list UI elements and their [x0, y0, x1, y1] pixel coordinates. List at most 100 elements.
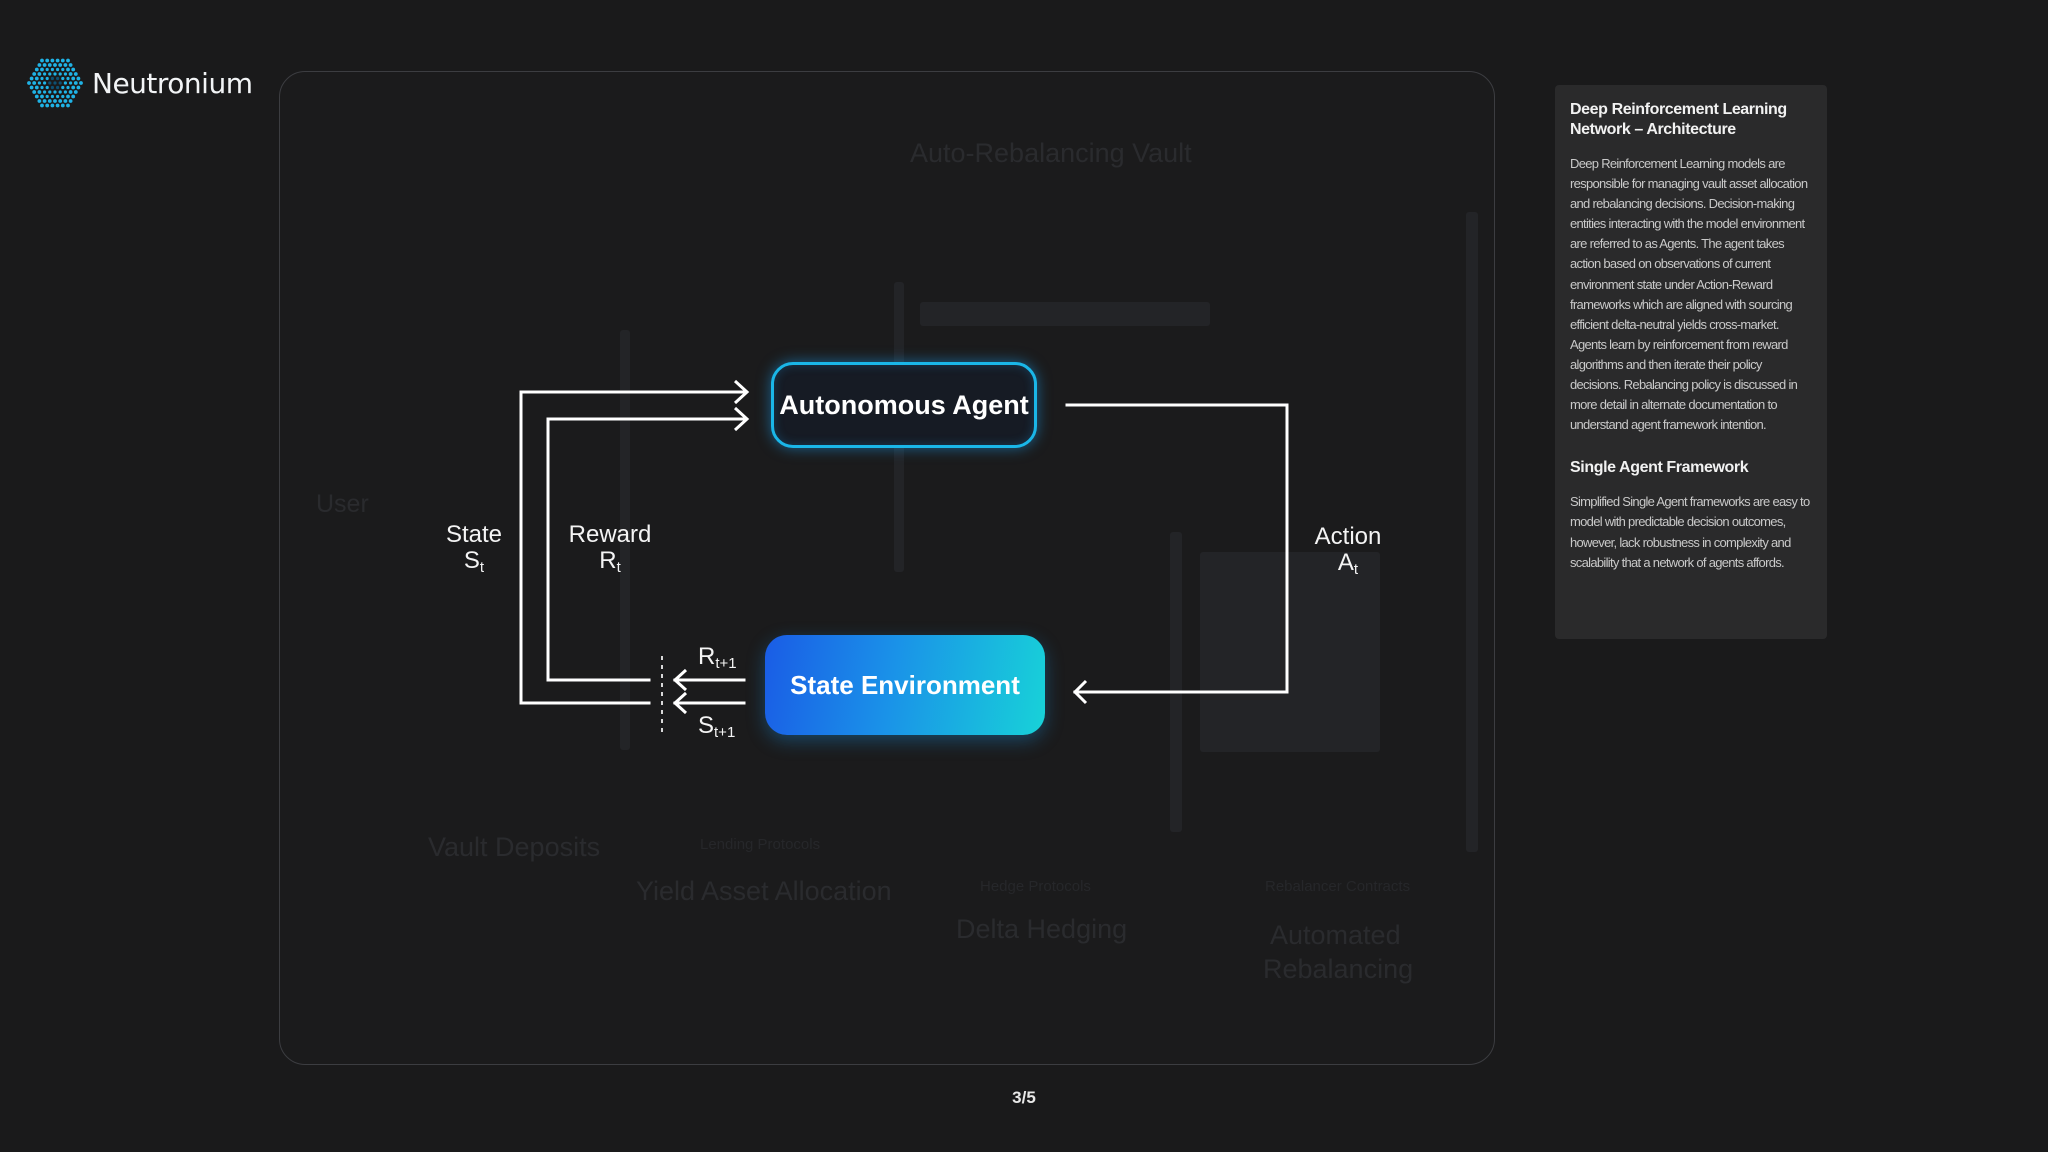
ghost-delta-hedging: Delta Hedging [956, 914, 1128, 944]
logo-dot [27, 81, 31, 85]
logo-dot [34, 94, 39, 99]
reward-label: Reward Rt [560, 521, 660, 576]
panel-heading-single-agent: Single Agent Framework [1570, 459, 1749, 477]
ghost-title: Auto-Rebalancing Vault [910, 138, 1192, 168]
state-word: State [445, 521, 503, 548]
ghost-lending-caption: Lending Protocols [700, 836, 821, 853]
logo-dot [48, 81, 52, 85]
logo-dot [66, 76, 70, 81]
logo-dot [34, 76, 39, 81]
logo-dot [50, 94, 54, 99]
reward-word: Reward [568, 521, 652, 548]
next-state-symbol: S [698, 712, 715, 739]
next-reward-label: Rt+1 [698, 643, 737, 672]
logo-dot [37, 99, 42, 103]
ghost-hedge-caption: Hedge Protocols [980, 878, 1091, 895]
reward-subscript: t [616, 559, 621, 576]
logo-dot [32, 81, 37, 85]
ghost-rebalancer-caption: Rebalancer Contracts [1265, 878, 1411, 895]
logo-dot [56, 85, 60, 90]
logo-dot [50, 76, 54, 81]
logo-dot [73, 90, 78, 94]
logo-dot [37, 90, 42, 94]
logo-dot [68, 90, 73, 94]
action-arrowhead [1072, 679, 1088, 705]
logo-dot [53, 99, 57, 103]
logo-dot [40, 85, 44, 90]
logo-dot [43, 81, 47, 85]
logo-dot [34, 67, 39, 72]
logo-dot [43, 90, 47, 94]
brand-name: Neutronium [92, 66, 253, 100]
logo-dot [68, 99, 73, 103]
ghost-bar [1466, 212, 1478, 852]
logo-dot [53, 72, 57, 76]
logo-dot [53, 81, 57, 85]
ghost-bar [1200, 552, 1380, 752]
logo-dot [45, 85, 49, 90]
logo-dot [66, 103, 70, 108]
logo-dot [66, 94, 70, 99]
logo-dot [56, 76, 60, 81]
logo-dot [58, 63, 63, 67]
page-indicator: 3/5 [1012, 1088, 1036, 1107]
logo-dot [47, 63, 52, 67]
next-state-arrowhead [672, 691, 688, 715]
state-label: State St [434, 521, 514, 576]
next-reward-arrowhead [672, 668, 688, 692]
action-subscript: t [1353, 561, 1359, 578]
logo-dot [63, 81, 67, 85]
ghost-bar [1170, 532, 1182, 832]
autonomous-agent-node: Autonomous Agent [771, 362, 1037, 448]
logo-dot [68, 63, 73, 67]
panel-body-single-agent: Simplified Single Agent frameworks are e… [1570, 494, 1810, 570]
logo-dot [40, 67, 44, 72]
logo-dot [40, 94, 44, 99]
logo-dot [61, 94, 65, 99]
logo-dot [55, 103, 60, 108]
action-word: Action [1314, 523, 1382, 550]
brand-logo: Neutronium [24, 50, 253, 116]
next-state-subscript: t+1 [714, 724, 736, 741]
logo-dot [42, 63, 47, 67]
logo-dot [45, 58, 50, 63]
next-reward-subscript: t+1 [715, 655, 737, 672]
logo-dot [50, 58, 55, 63]
logo-dot [63, 63, 68, 67]
logo-dot [79, 81, 83, 85]
logo-dot [48, 72, 52, 76]
logo-dot [53, 63, 57, 67]
action-line [1065, 403, 1289, 694]
logo-dot [61, 67, 65, 72]
logo-dot [45, 67, 49, 72]
logo-dot [58, 81, 62, 85]
logo-dot [63, 72, 67, 76]
logo-dot [58, 99, 63, 103]
logo-dot [29, 85, 34, 90]
reward-arrowhead [733, 406, 750, 432]
logo-dot [71, 76, 76, 81]
ghost-rebalancing: Rebalancing [1263, 954, 1414, 984]
logo-dot [66, 58, 70, 63]
logo-dot [76, 76, 81, 81]
logo-dot [48, 90, 52, 94]
logo-dot [29, 76, 34, 81]
panel-body-architecture: Deep Reinforcement Learning models are r… [1570, 156, 1808, 433]
ghost-bar [620, 330, 630, 750]
logo-dot [50, 85, 54, 90]
state-feedback-line [519, 390, 748, 705]
next-reward-symbol: R [698, 643, 716, 670]
logo-dot [71, 94, 76, 99]
logo-dot [69, 81, 73, 85]
logo-dot [66, 67, 70, 72]
logo-dot [37, 63, 42, 67]
logo-dot [37, 72, 42, 76]
logo-dot [40, 76, 44, 81]
hex-dot-cluster-icon [27, 58, 83, 108]
logo-dot [56, 67, 60, 72]
action-label: Action At [1298, 523, 1398, 578]
action-symbol: A [1337, 549, 1354, 576]
description-panel: Deep Reinforcement Learning Network – Ar… [1555, 85, 1827, 639]
next-state-label: St+1 [698, 712, 736, 741]
logo-dot [71, 67, 76, 72]
